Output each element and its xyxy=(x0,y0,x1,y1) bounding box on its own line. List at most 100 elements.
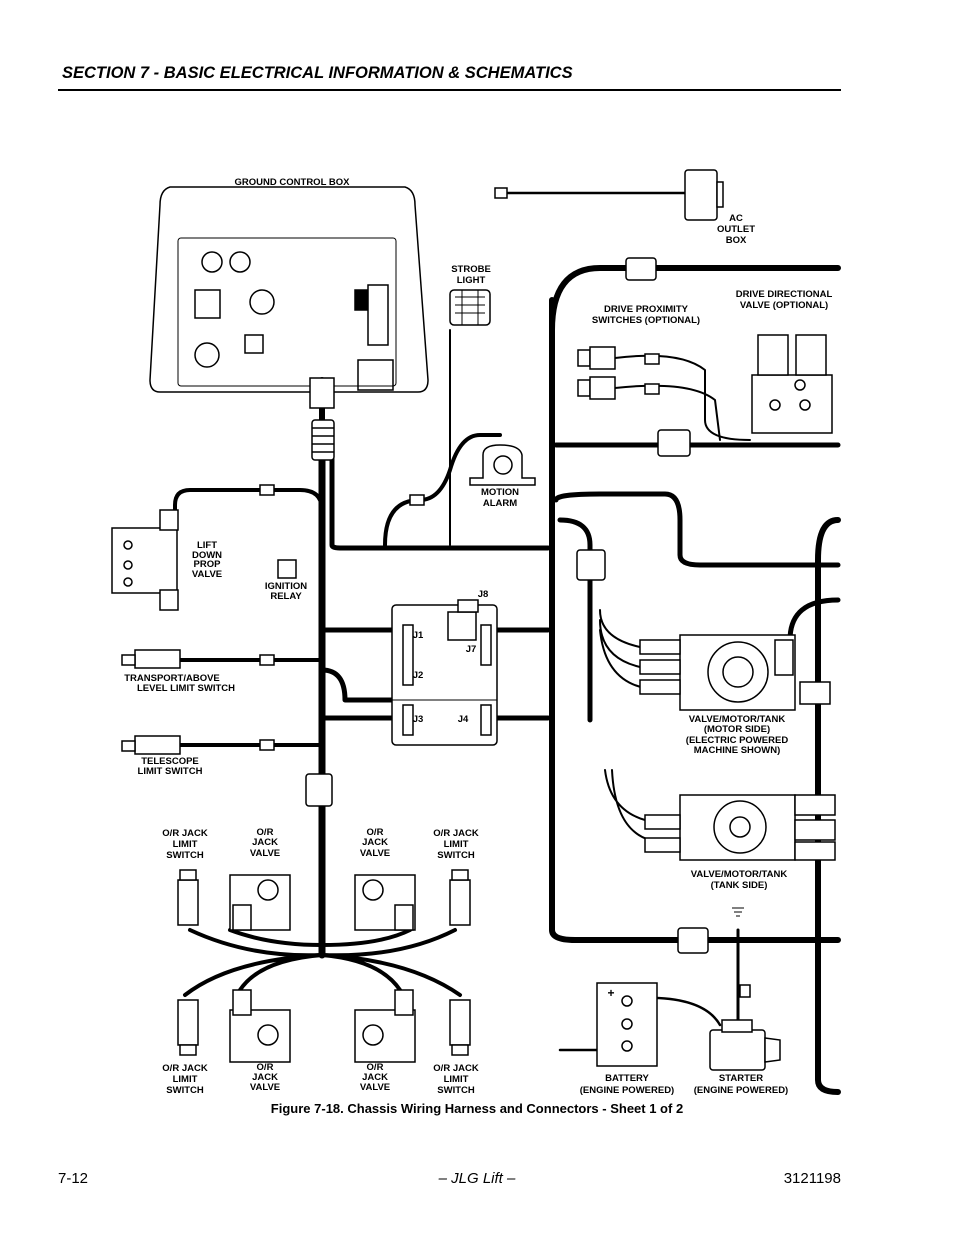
svg-text:IGNITION: IGNITION xyxy=(265,581,307,592)
svg-text:O/R JACK: O/R JACK xyxy=(433,1063,479,1074)
svg-text:(ELECTRIC POWERED: (ELECTRIC POWERED xyxy=(686,735,789,746)
motion-alarm-branch xyxy=(383,433,502,547)
main-harness-trunk-right xyxy=(329,452,551,551)
svg-text:VALVE: VALVE xyxy=(250,1082,280,1093)
svg-text:JACK: JACK xyxy=(252,837,278,848)
control-box-connector xyxy=(311,419,335,461)
svg-text:SWITCH: SWITCH xyxy=(437,1085,475,1096)
lift-prop-branch xyxy=(173,488,324,522)
svg-text:SWITCH: SWITCH xyxy=(166,1085,204,1096)
j2-branch xyxy=(319,667,408,703)
svg-text:LIMIT: LIMIT xyxy=(173,1074,198,1085)
battery xyxy=(596,982,658,1067)
svg-text:SWITCHES (OPTIONAL): SWITCHES (OPTIONAL) xyxy=(592,315,700,326)
label-jack-limit-switch-upper-left: O/R JACK LIMIT SWITCH xyxy=(162,828,208,861)
ignition-relay xyxy=(277,559,297,579)
svg-text:RELAY: RELAY xyxy=(270,591,302,602)
svg-text:LEVEL LIMIT SWITCH: LEVEL LIMIT SWITCH xyxy=(137,683,235,694)
or-jack-valve-upper-left xyxy=(229,874,291,931)
connector-j2: J2 xyxy=(413,670,424,681)
label-lift-down-prop-valve: LIFT DOWN PROP VALVE xyxy=(192,540,222,580)
svg-text:LIMIT: LIMIT xyxy=(444,1074,469,1085)
svg-text:MOTION: MOTION xyxy=(481,487,519,498)
valve-motor-tank-tank-side xyxy=(644,794,836,917)
valve-branch-2 xyxy=(557,517,593,723)
valve-motor-tank-motor-side xyxy=(639,634,831,711)
svg-text:LIGHT: LIGHT xyxy=(457,275,486,286)
jack-branch-upper-left xyxy=(188,928,324,958)
or-jack-valve-lower-right xyxy=(354,989,416,1063)
strobe-light xyxy=(449,289,491,326)
svg-text:O/R JACK: O/R JACK xyxy=(162,828,208,839)
svg-text:(ENGINE POWERED): (ENGINE POWERED) xyxy=(694,1085,788,1096)
svg-text:O/R: O/R xyxy=(257,827,274,838)
label-drive-directional: DRIVE DIRECTIONAL VALVE (OPTIONAL) xyxy=(736,289,833,311)
or-jack-limit-switch-upper-right xyxy=(449,869,471,926)
jack-branch-lower-left xyxy=(183,953,324,997)
label-jack-limit-switch-lower-left: O/R JACK LIMIT SWITCH xyxy=(162,1063,208,1096)
label-jack-limit-switch-lower-right: O/R JACK LIMIT SWITCH xyxy=(433,1063,479,1096)
svg-text:DRIVE DIRECTIONAL: DRIVE DIRECTIONAL xyxy=(736,289,833,300)
svg-text:STROBE: STROBE xyxy=(451,264,491,275)
svg-text:O/R: O/R xyxy=(257,1062,274,1073)
svg-text:VALVE (OPTIONAL): VALVE (OPTIONAL) xyxy=(740,300,828,311)
svg-text:VALVE/MOTOR/TANK: VALVE/MOTOR/TANK xyxy=(689,714,786,725)
svg-text:VALVE: VALVE xyxy=(360,848,390,859)
svg-text:JACK: JACK xyxy=(362,1072,388,1083)
svg-text:VALVE/MOTOR/TANK: VALVE/MOTOR/TANK xyxy=(691,869,788,880)
label-valve-tank-side: VALVE/MOTOR/TANK (TANK SIDE) xyxy=(691,869,788,891)
starter xyxy=(709,1019,781,1071)
label-drive-proximity: DRIVE PROXIMITY SWITCHES (OPTIONAL) xyxy=(592,304,700,326)
svg-text:(TANK SIDE): (TANK SIDE) xyxy=(711,880,768,891)
label-motion-alarm: MOTION ALARM xyxy=(481,487,519,509)
or-jack-limit-switch-upper-left xyxy=(177,869,199,926)
label-jack-valve-lower-right: O/R JACK VALVE xyxy=(360,1062,390,1093)
svg-text:TELESCOPE: TELESCOPE xyxy=(141,756,199,767)
svg-text:AC: AC xyxy=(729,213,743,224)
telescope-limit-switch xyxy=(121,735,181,755)
svg-text:PROP: PROP xyxy=(194,559,222,570)
connector-j3: J3 xyxy=(413,714,424,725)
svg-text:LIMIT: LIMIT xyxy=(444,839,469,850)
label-ignition-relay: IGNITION RELAY xyxy=(265,581,307,602)
or-jack-valve-lower-left xyxy=(229,989,291,1063)
svg-text:SWITCH: SWITCH xyxy=(166,850,204,861)
svg-text:VALVE: VALVE xyxy=(192,569,222,580)
jack-branch-lower-right xyxy=(320,953,462,997)
label-jack-valve-upper-left: O/R JACK VALVE xyxy=(250,827,280,859)
svg-text:BATTERY: BATTERY xyxy=(605,1073,649,1084)
proximity-switches xyxy=(577,346,660,400)
label-jack-valve-lower-left: O/R JACK VALVE xyxy=(250,1062,280,1093)
svg-text:ALARM: ALARM xyxy=(483,498,517,509)
svg-text:SWITCH: SWITCH xyxy=(437,850,475,861)
motion-alarm xyxy=(469,444,536,486)
battery-plus-sign: + xyxy=(607,986,614,1000)
svg-text:JACK: JACK xyxy=(362,837,388,848)
svg-text:BOX: BOX xyxy=(726,235,747,246)
label-battery: BATTERY (ENGINE POWERED) xyxy=(580,1073,674,1096)
section-header: SECTION 7 - BASIC ELECTRICAL INFORMATION… xyxy=(62,64,573,82)
svg-text:DOWN: DOWN xyxy=(192,550,222,561)
svg-text:(ENGINE POWERED): (ENGINE POWERED) xyxy=(580,1085,674,1096)
svg-text:O/R: O/R xyxy=(367,1062,384,1073)
or-jack-limit-switch-lower-right xyxy=(449,999,471,1056)
connector-labels: J1 J2 J3 J4 J7 J8 xyxy=(413,589,489,725)
connector-j1: J1 xyxy=(413,630,424,641)
label-jack-valve-upper-right: O/R JACK VALVE xyxy=(360,827,390,859)
ac-outlet-box xyxy=(494,169,724,221)
lift-down-prop-valve xyxy=(111,509,179,611)
svg-text:O/R: O/R xyxy=(367,827,384,838)
svg-text:O/R JACK: O/R JACK xyxy=(433,828,479,839)
jack-branch-upper-right xyxy=(320,928,457,958)
label-ground-control-box: GROUND CONTROL BOX xyxy=(235,177,351,188)
or-jack-limit-switch-lower-left xyxy=(177,999,199,1056)
svg-text:O/R JACK: O/R JACK xyxy=(162,1063,208,1074)
label-valve-motor-side: VALVE/MOTOR/TANK (MOTOR SIDE) (ELECTRIC … xyxy=(686,714,789,756)
inline-connectors xyxy=(259,257,751,998)
label-jack-limit-switch-upper-right: O/R JACK LIMIT SWITCH xyxy=(433,828,479,861)
label-strobe-light: STROBE LIGHT xyxy=(451,264,491,286)
valve-branch xyxy=(553,491,841,568)
footer-center: – JLG Lift – xyxy=(438,1170,516,1187)
svg-text:LIFT: LIFT xyxy=(197,540,217,551)
